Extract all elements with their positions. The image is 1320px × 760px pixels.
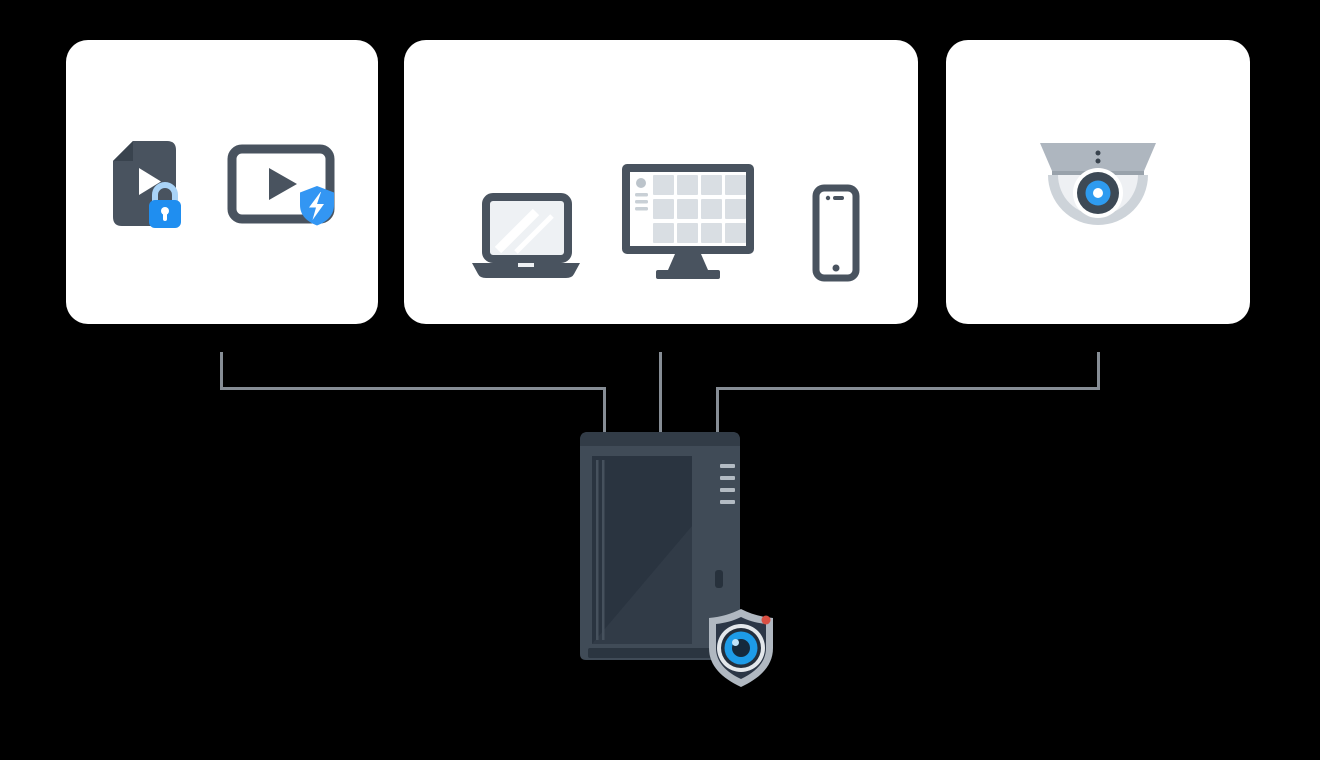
nas-base (588, 648, 732, 658)
status-leds (720, 464, 735, 504)
desktop-monitor-icon (622, 164, 754, 279)
camera-card (946, 40, 1250, 324)
mount-vent-dot (1095, 150, 1101, 156)
connector-right-drop (716, 387, 719, 433)
play-icon (269, 168, 297, 200)
recording-indicator-dot (761, 615, 771, 625)
sidebar-line (635, 193, 648, 197)
connector-right-vertical (1097, 352, 1100, 390)
document-fold (113, 141, 133, 161)
play-icon (139, 168, 161, 195)
phone-camera-dot (825, 195, 831, 201)
smartphone-icon (812, 184, 860, 282)
monitor-stand (656, 270, 720, 279)
video-player-shield-icon (227, 144, 335, 226)
surveillance-lens-badge-icon (709, 609, 773, 687)
usb-port (715, 570, 723, 588)
connector-left-drop (603, 387, 606, 433)
connector-right-horizontal (716, 387, 1100, 390)
lens-highlight (732, 639, 739, 646)
keyhole (161, 207, 169, 215)
client-devices-card (404, 40, 918, 324)
door-hinge-line (602, 460, 605, 640)
nas-top-cap (580, 432, 740, 446)
phone-speaker (833, 196, 844, 200)
lightning-icon (309, 192, 324, 220)
door-hinge-line (596, 460, 599, 640)
phone-body (812, 184, 860, 282)
monitor-neck (668, 254, 708, 270)
door-sheen (592, 526, 692, 644)
phone-home-button (832, 264, 840, 272)
laptop-base (472, 263, 580, 278)
thumbnail-grid (653, 175, 746, 243)
dome-camera-icon (1040, 143, 1156, 225)
sidebar-avatar (636, 178, 646, 188)
keyhole-stem (163, 212, 167, 221)
screen-reflection (494, 208, 540, 254)
secure-document-icon (113, 141, 181, 228)
connector-middle-vertical (659, 352, 662, 433)
sidebar-line (635, 207, 648, 211)
sidebar-line (635, 200, 648, 204)
screen-reflection (514, 214, 554, 254)
connector-left-vertical (220, 352, 223, 390)
nas-tower-icon (580, 432, 740, 660)
lock-shackle (152, 182, 178, 205)
connector-left-horizontal (220, 387, 606, 390)
protected-media-card (66, 40, 378, 324)
laptop-notch (518, 263, 534, 267)
laptop-icon (472, 193, 580, 278)
mount-vent-dot (1095, 158, 1101, 164)
lens-pupil (1093, 188, 1103, 198)
camera-mount (1040, 143, 1156, 171)
